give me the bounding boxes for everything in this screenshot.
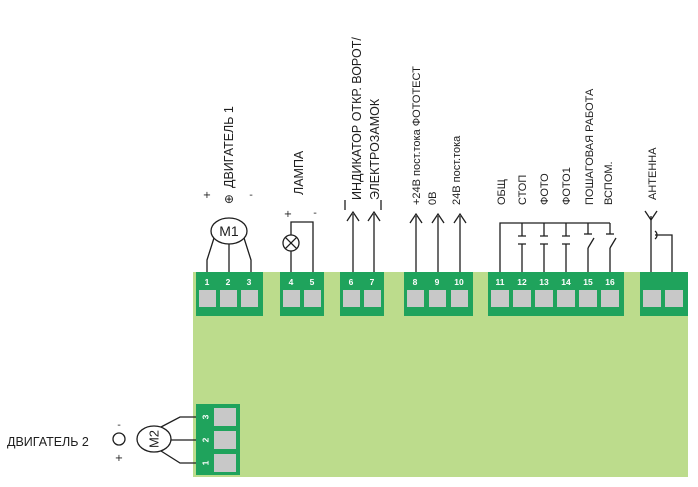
lock-label: ЭЛЕКТРОЗАМОК bbox=[368, 98, 382, 200]
terminal-number: 13 bbox=[539, 277, 549, 287]
motor1-label: ДВИГАТЕЛЬ 1 bbox=[222, 106, 236, 188]
motor2-minus: - bbox=[117, 420, 121, 431]
motor1-plus: + bbox=[203, 190, 211, 201]
lamp-plus: + bbox=[284, 209, 292, 220]
terminal-number: 6 bbox=[349, 277, 354, 287]
terminal-number: 3 bbox=[200, 414, 210, 419]
lamp-label: ЛАМПА bbox=[292, 150, 306, 195]
terminal-number: 3 bbox=[247, 277, 252, 287]
power-wires bbox=[409, 212, 467, 272]
photo1-label: ФОТО1 bbox=[561, 167, 573, 205]
terminal-number: 10 bbox=[454, 277, 464, 287]
ground-icon: ⊕ bbox=[224, 192, 234, 206]
motor1-minus: - bbox=[249, 190, 253, 201]
terminal-block-inputs bbox=[488, 272, 624, 316]
terminal-number: 16 bbox=[605, 277, 615, 287]
terminal-number: 1 bbox=[200, 460, 210, 465]
motor2-name: M2 bbox=[146, 430, 161, 448]
terminal-number: 15 bbox=[583, 277, 593, 287]
common-label: ОБЩ bbox=[496, 179, 508, 205]
indicator-wires bbox=[344, 200, 382, 272]
antenna-icon bbox=[644, 210, 673, 272]
terminal-block-indicator bbox=[340, 272, 384, 316]
terminal-number: 2 bbox=[226, 277, 231, 287]
dc24-label: 24В пост.тока bbox=[451, 135, 463, 205]
zero-v-label: 0В bbox=[427, 192, 439, 205]
terminal-block-antenna bbox=[640, 272, 688, 316]
antenna-label: АНТЕННА bbox=[647, 147, 659, 200]
terminal-block-power bbox=[404, 272, 473, 316]
lamp-minus: - bbox=[313, 208, 317, 219]
terminal-number: 9 bbox=[435, 277, 440, 287]
indicator-label: ИНДИКАТОР ОТКР. ВОРОТ/ bbox=[350, 37, 364, 200]
photo-label: ФОТО bbox=[539, 173, 551, 205]
motor1-symbol bbox=[206, 217, 252, 272]
plus24-phototest-label: +24В пост.тока ФОТОТЕСТ bbox=[411, 66, 423, 205]
lamp-icon bbox=[282, 221, 314, 272]
motor1-name: M1 bbox=[219, 223, 239, 239]
terminal-block-lamp bbox=[280, 272, 324, 316]
motor2-plus: + bbox=[115, 453, 123, 464]
terminal-number: 12 bbox=[517, 277, 527, 287]
step-label: ПОШАГОВАЯ РАБОТА bbox=[584, 88, 596, 205]
terminal-number: 5 bbox=[310, 277, 315, 287]
terminal-number: 11 bbox=[496, 277, 505, 287]
motor2-label: ДВИГАТЕЛЬ 2 bbox=[7, 435, 89, 449]
stop-label: СТОП bbox=[517, 175, 529, 205]
terminal-number: 7 bbox=[370, 277, 375, 287]
terminal-number: 14 bbox=[561, 277, 571, 287]
terminal-number: 4 bbox=[289, 277, 294, 287]
aux-label: ВСПОМ. bbox=[603, 161, 615, 205]
terminal-number: 8 bbox=[413, 277, 418, 287]
terminal-number: 2 bbox=[200, 437, 210, 442]
terminal-block-motor2 bbox=[196, 404, 240, 475]
input-contacts bbox=[499, 222, 617, 272]
motor2-symbol bbox=[112, 416, 196, 464]
terminal-number: 1 bbox=[205, 277, 210, 287]
terminal-block-motor1 bbox=[196, 272, 263, 316]
